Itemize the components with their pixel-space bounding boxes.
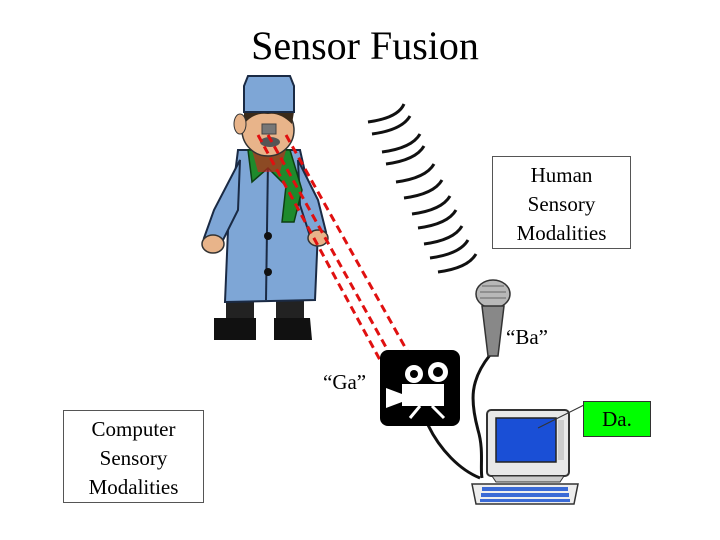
computer-box-line-2: Sensory	[99, 446, 168, 470]
computer-icon	[471, 404, 585, 505]
video-camera-icon	[380, 350, 460, 426]
da-output-box: Da.	[583, 401, 651, 437]
sound-waves-icon	[367, 103, 478, 274]
person-illustration	[201, 75, 329, 340]
microphone-icon	[475, 279, 511, 357]
camera-cable	[426, 424, 481, 480]
human-box-line-2: Sensory	[527, 192, 596, 216]
ga-visual-label: “Ga”	[323, 370, 367, 394]
computer-box-line-3: Modalities	[88, 475, 179, 499]
computer-box-line-1: Computer	[91, 417, 176, 441]
visual-sight-lines	[256, 134, 412, 361]
human-box-line-3: Modalities	[516, 221, 607, 245]
microphone-cable	[471, 354, 492, 479]
ba-speech-label: “Ba”	[506, 325, 548, 349]
human-sensory-modalities-box: Human Sensory Modalities	[492, 156, 631, 249]
computer-sensory-modalities-box: Computer Sensory Modalities	[63, 410, 204, 503]
page-title: Sensor Fusion	[251, 23, 479, 68]
human-box-line-1: Human	[530, 163, 593, 187]
